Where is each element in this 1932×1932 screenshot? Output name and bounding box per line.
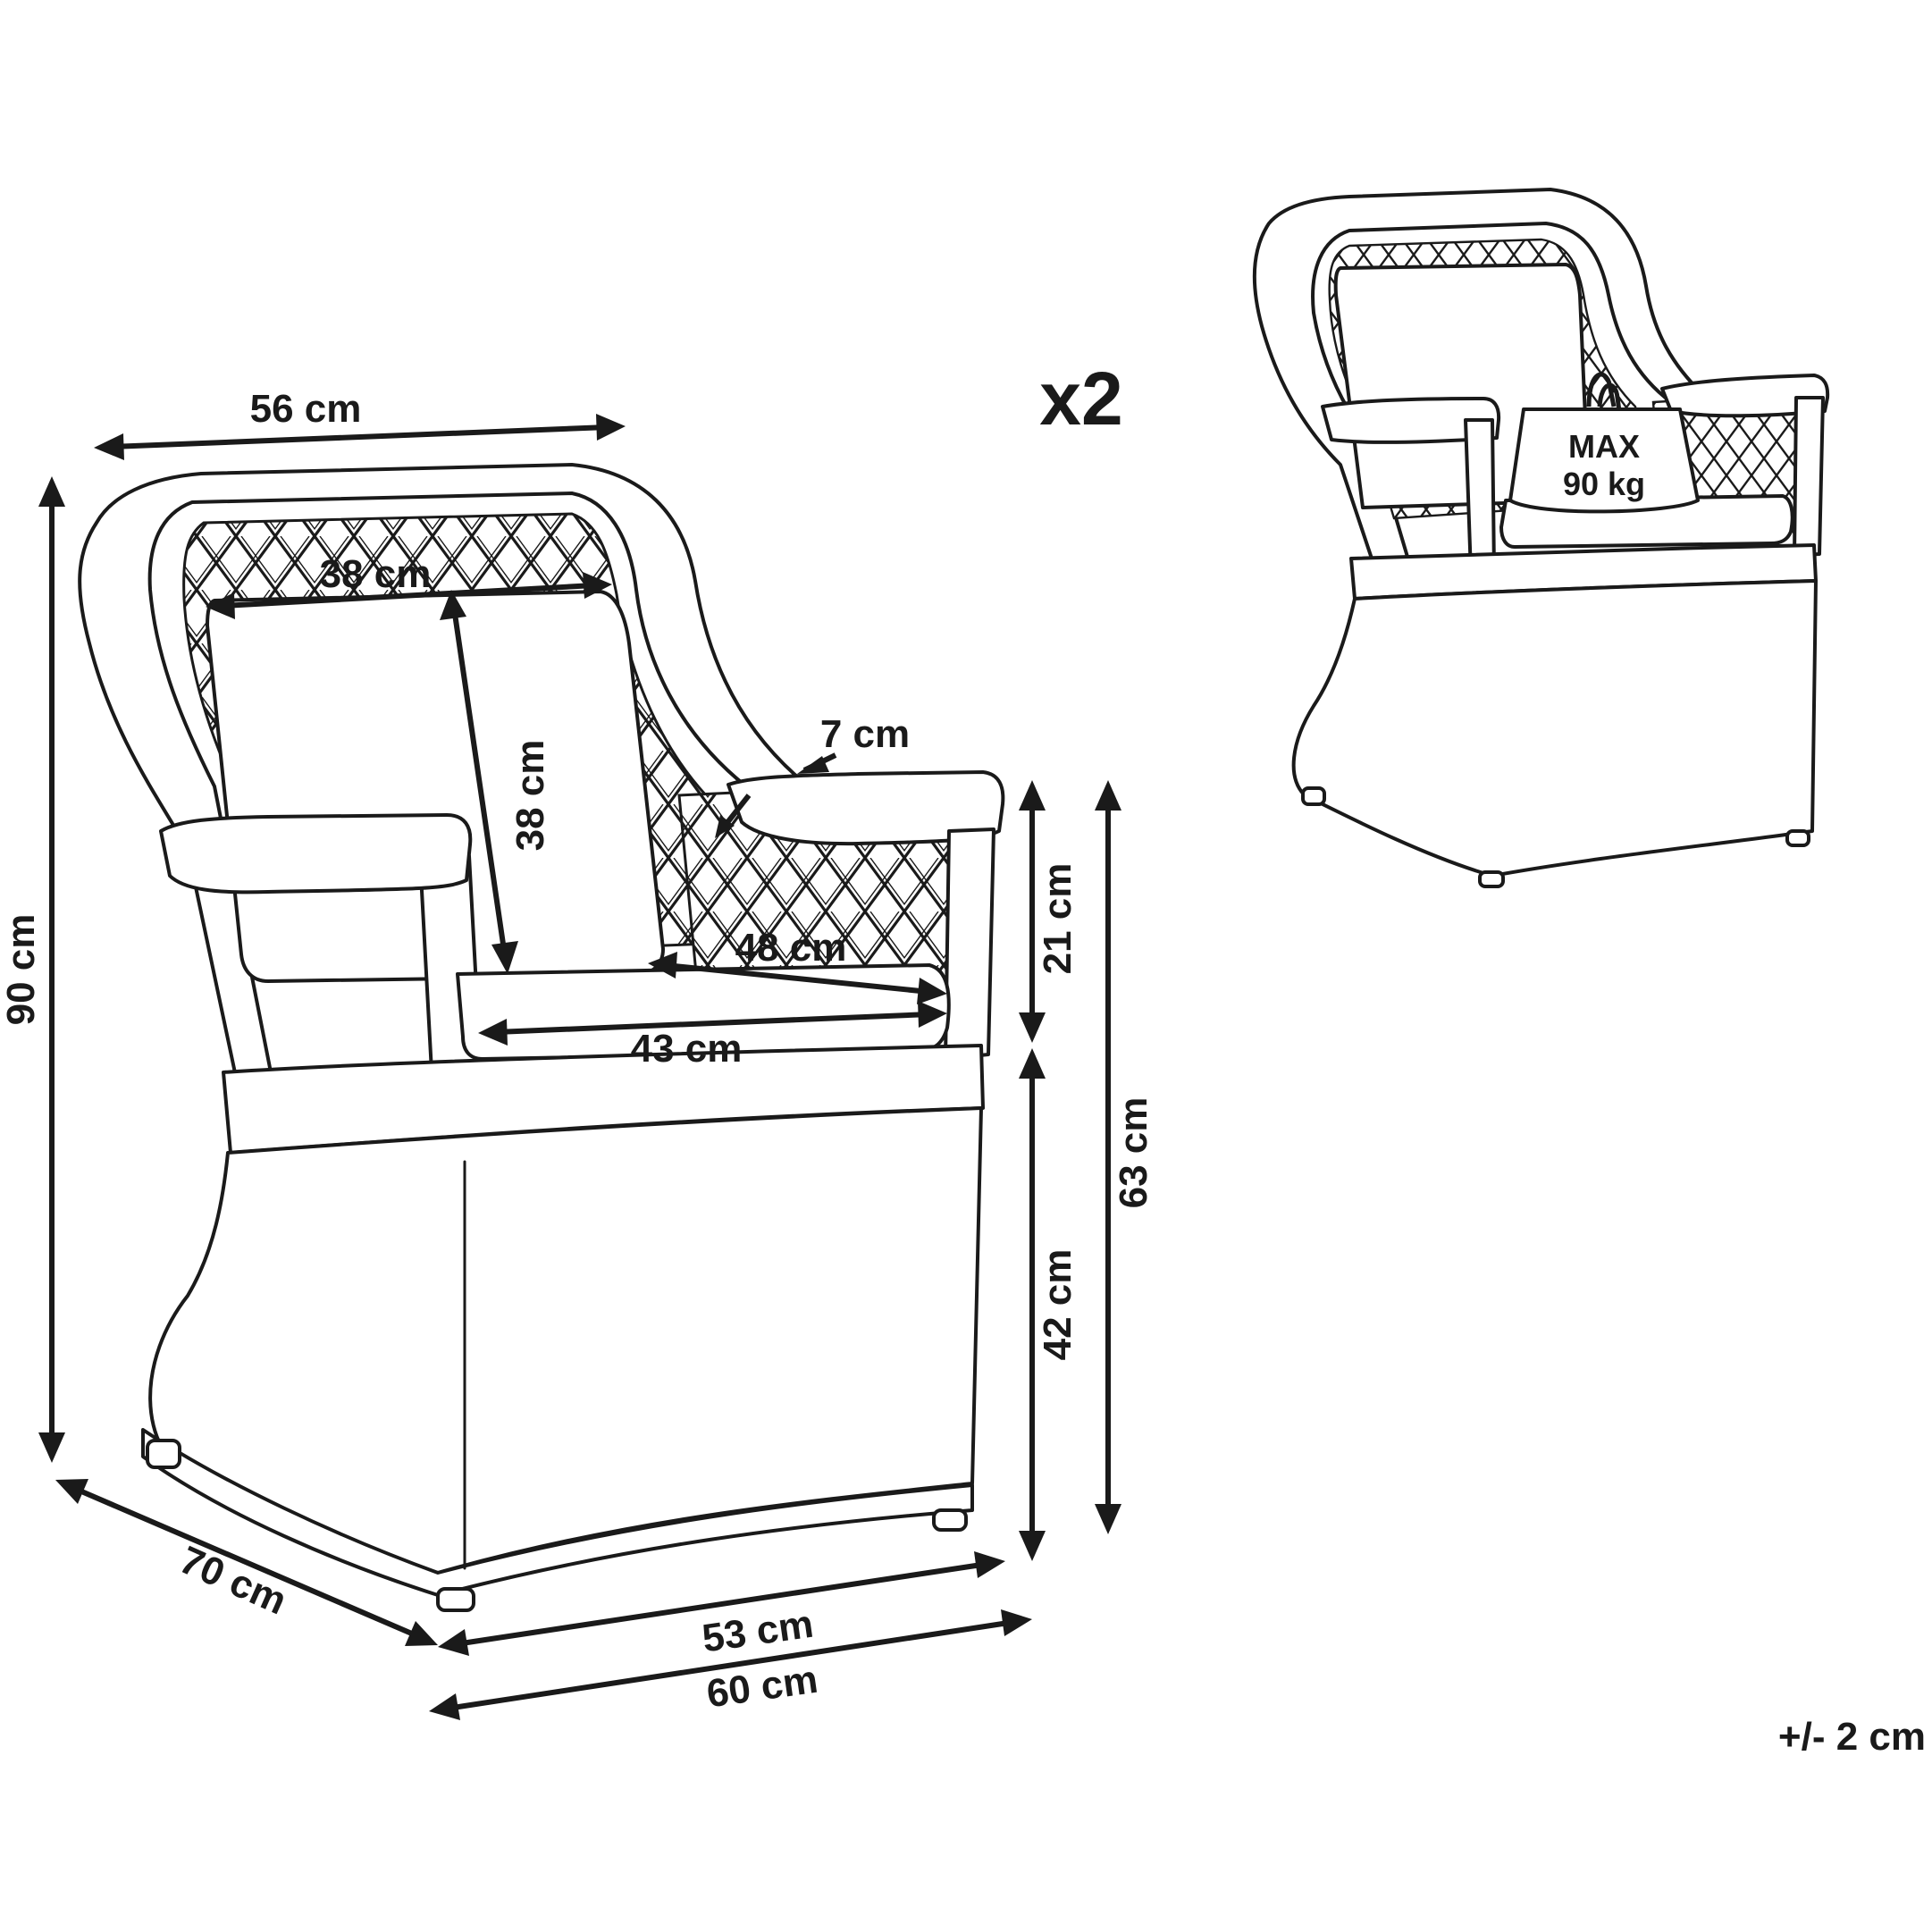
arrowhead [1019, 1012, 1046, 1043]
arrowhead [206, 592, 235, 619]
dim-line-backrest-width [223, 583, 595, 609]
base-bottom-rim [141, 1428, 974, 1597]
weight-body [1508, 407, 1700, 514]
weight-max-label: MAX [1568, 428, 1640, 465]
dim-line-top-width [111, 424, 609, 449]
label-seat-depth: 48 cm [735, 926, 847, 970]
arrowhead [1019, 1531, 1046, 1561]
left-armrest-top [159, 813, 473, 895]
small-left-arm-post [1464, 418, 1496, 575]
arrowhead [440, 590, 466, 620]
main-chair-drawing [78, 463, 1005, 1612]
label-backrest-height: 38 cm [508, 740, 552, 852]
arrowhead [429, 1693, 460, 1720]
arrowhead [583, 572, 612, 599]
arrowhead [38, 476, 65, 507]
small-foot-front [1478, 870, 1505, 888]
dim-line-depth [71, 1485, 422, 1640]
tolerance-label: +/- 2 cm [1778, 1715, 1926, 1759]
dim-line-seat-depth [665, 962, 930, 995]
arrowhead [917, 978, 947, 1004]
arrowhead [38, 1432, 65, 1463]
dimension-lines [38, 414, 1121, 1720]
label-backrest-width: 38 cm [320, 552, 432, 596]
arrowhead [648, 952, 677, 979]
arrowhead [1095, 780, 1121, 811]
chair-foot-right [932, 1508, 968, 1532]
arrowhead [918, 1001, 947, 1028]
arrowhead [1095, 1504, 1121, 1534]
quantity-label: x2 [1039, 357, 1122, 441]
small-foot-left [1301, 786, 1326, 806]
label-total-height: 90 cm [0, 914, 43, 1026]
small-base-basket [1291, 579, 1818, 878]
arrowhead [1001, 1609, 1032, 1636]
dim-line-seat-width [495, 1012, 930, 1035]
label-depth: 70 cm [173, 1538, 293, 1624]
label-top-width: 56 cm [250, 387, 362, 431]
arrowhead [797, 756, 829, 774]
label-armrest-thickness: 7 cm [820, 712, 910, 756]
label-arm-height: 63 cm [1112, 1097, 1155, 1209]
dim-line-base-width [455, 1561, 988, 1647]
arrowhead [1019, 1048, 1046, 1079]
label-seat-height: 42 cm [1036, 1249, 1079, 1361]
seat-cushion [456, 963, 951, 1061]
arrowhead [405, 1621, 438, 1646]
right-armrest-top [727, 770, 1005, 846]
label-base-width: 53 cm [700, 1602, 816, 1661]
arrowhead [1019, 780, 1046, 811]
arrowhead [438, 1629, 469, 1656]
arrowhead [478, 1019, 508, 1046]
weight-icon: MAX 90 kg [1508, 372, 1700, 514]
arrowhead [715, 815, 735, 838]
small-left-armrest [1321, 397, 1501, 444]
chair-foot-front [436, 1587, 475, 1612]
arrowhead [596, 414, 626, 441]
small-right-arm-post [1793, 396, 1825, 558]
label-seat-width: 43 cm [631, 1027, 743, 1071]
weight-value-label: 90 kg [1563, 466, 1645, 502]
label-arm-above-seat: 21 cm [1036, 863, 1079, 975]
chair-back-frame [78, 463, 811, 1083]
arrowhead [491, 941, 518, 974]
dim-line-overall-width [446, 1619, 1015, 1711]
arrowhead [974, 1551, 1005, 1578]
chair-foot-left [146, 1439, 181, 1469]
dim-line-backrest-height [451, 607, 508, 957]
small-right-armrest [1660, 374, 1830, 418]
small-foot-right [1785, 829, 1810, 847]
arrowhead [55, 1479, 88, 1504]
small-chair-drawing [1252, 188, 1830, 888]
right-arm-post [944, 827, 995, 1061]
arrowhead [94, 433, 124, 460]
